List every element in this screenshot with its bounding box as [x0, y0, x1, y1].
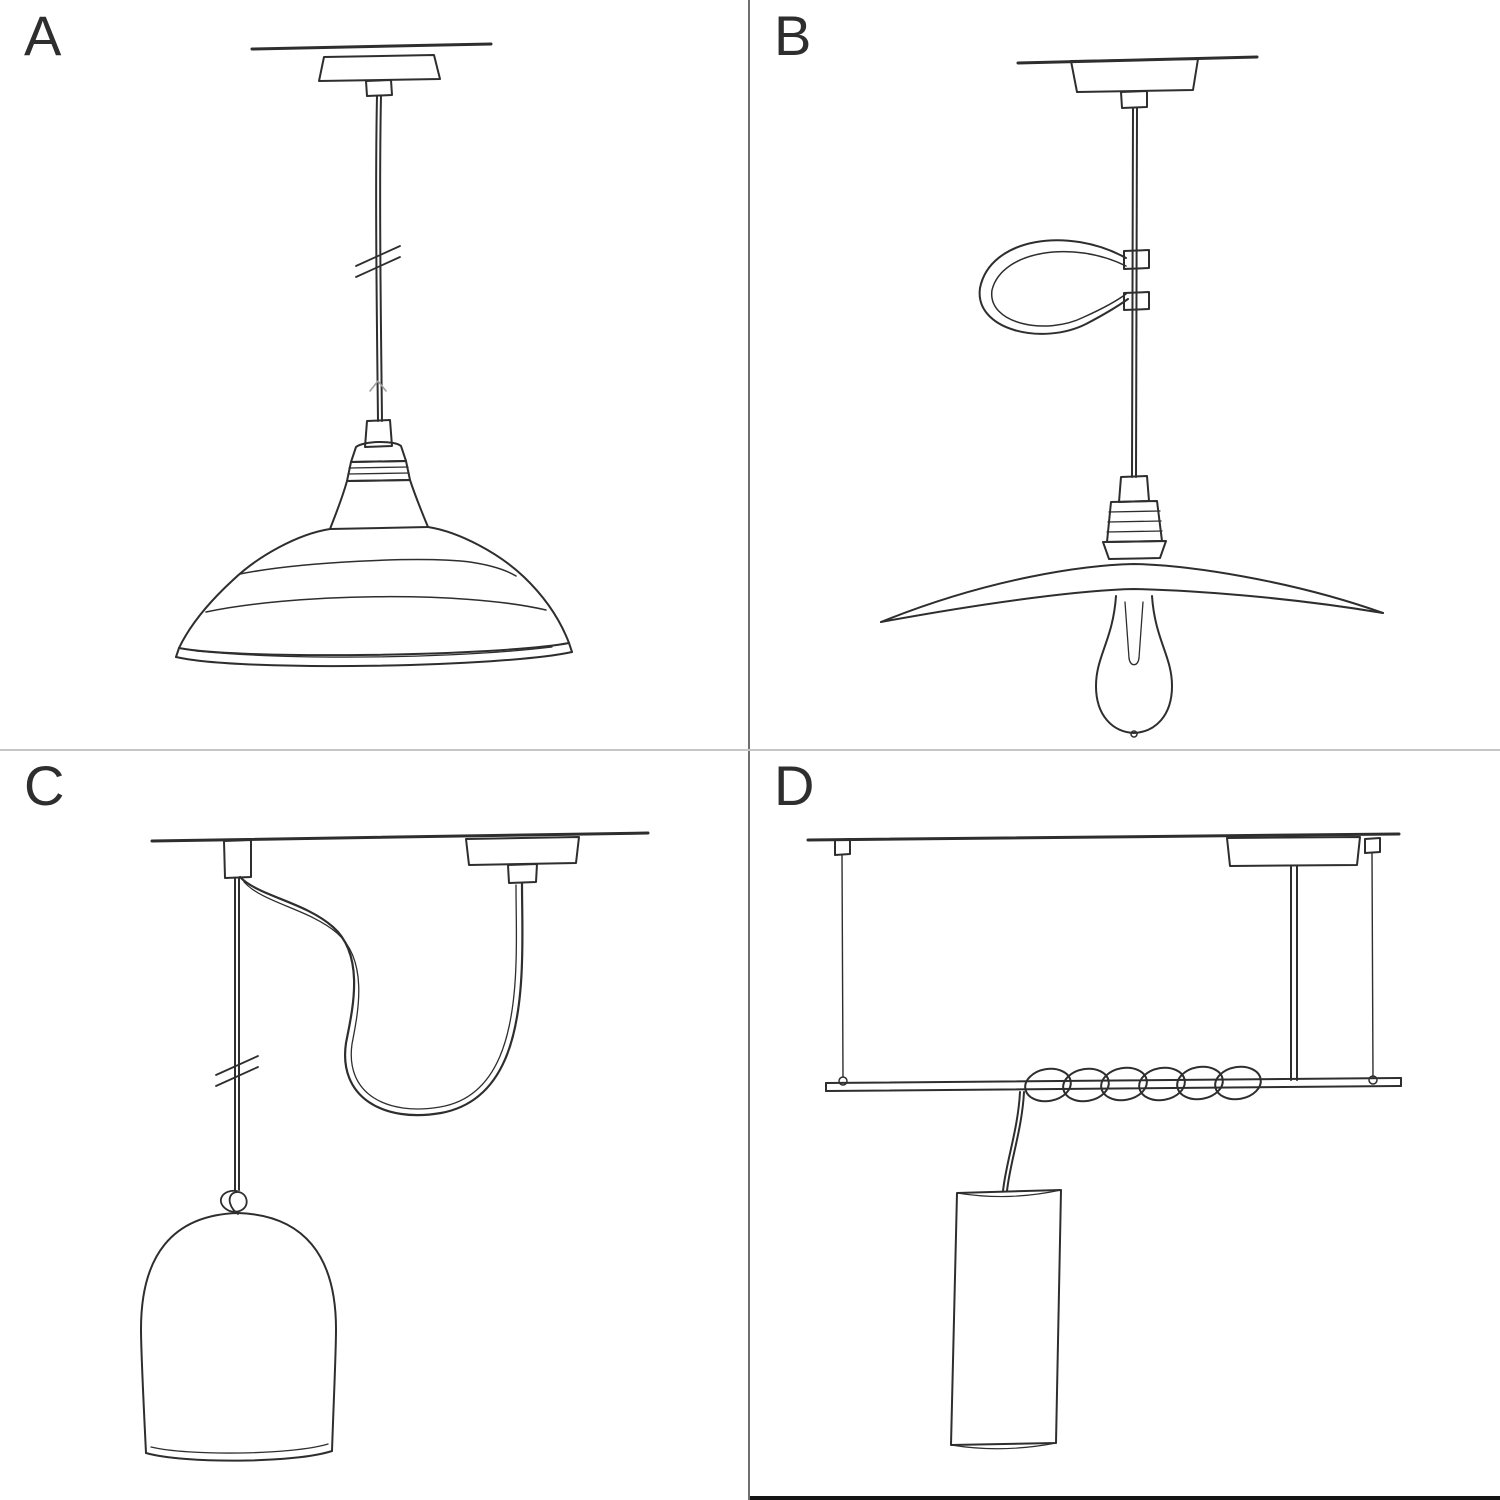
bottom-right-border: [750, 1496, 1500, 1500]
suspension-wires: [834, 837, 1381, 1086]
coiled-cable: [1024, 1065, 1262, 1103]
wire-loop-clip: [978, 239, 1150, 335]
ceiling-rose: [1070, 58, 1199, 109]
swag-pendant-bell-shade-sketch: [140, 831, 650, 1462]
ceiling-line: [806, 832, 1401, 842]
panel-label-d: D: [774, 754, 816, 817]
panel-label-a: A: [24, 4, 63, 67]
ceiling-rose: [318, 54, 441, 97]
pendant-plate-shade-sketch: [880, 55, 1384, 738]
ceiling-rose: [465, 836, 580, 884]
pendant-cable: [355, 95, 401, 422]
horizontal-bar: [825, 1077, 1402, 1092]
cylinder-shade: [950, 1189, 1062, 1450]
divider-horizontal: [0, 749, 1500, 751]
drop-cable: [1002, 1091, 1025, 1192]
bar-suspension-cylinder-shade-sketch: [806, 832, 1402, 1450]
panel-label-c: C: [24, 754, 66, 817]
flat-plate-shade: [880, 563, 1384, 623]
ceiling-line: [250, 42, 493, 51]
drop-cable: [215, 877, 259, 1215]
bowl-shade: [175, 526, 573, 668]
panel-label-b: B: [774, 4, 813, 67]
ceiling-hook: [223, 839, 252, 879]
lamp-holder: [1102, 475, 1167, 560]
ceiling-rose: [1226, 836, 1361, 1081]
panel-b: B: [750, 0, 1500, 750]
lamp-holder: [329, 419, 429, 530]
panel-d: D: [750, 750, 1500, 1500]
swag-cable: [238, 875, 524, 1117]
bell-shade: [140, 1212, 337, 1462]
cable-knot: [220, 1189, 248, 1215]
panel-c: C: [0, 750, 750, 1500]
adjust-arrow-icon: [369, 380, 387, 392]
light-bulb: [1095, 595, 1173, 738]
panel-a: A: [0, 0, 750, 750]
pendant-bowl-shade-sketch: [175, 42, 573, 668]
